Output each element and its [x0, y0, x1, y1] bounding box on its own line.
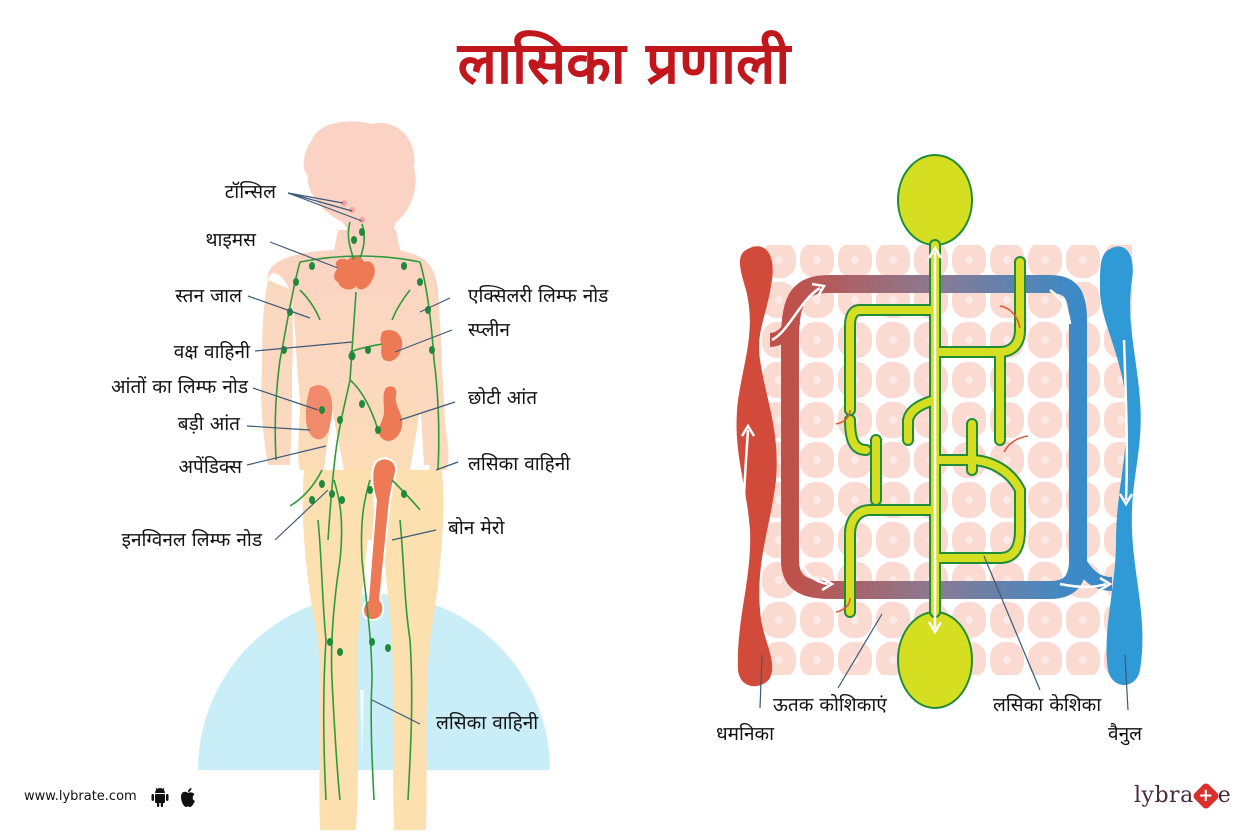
label-tonsil: टॉन्सिल: [224, 181, 276, 203]
label-inguinal-lymph-node: इनग्विनल लिम्फ नोड: [121, 529, 262, 551]
background-semicircle: [198, 594, 550, 770]
arteriole: [736, 246, 777, 687]
label-venule: वैनुल: [1108, 723, 1142, 745]
thymus-organ: [334, 256, 375, 290]
label-bone-marrow: बोन मेरो: [448, 517, 505, 539]
apple-icon[interactable]: [178, 786, 198, 808]
lybrate-logo[interactable]: lybra + e: [1134, 781, 1232, 810]
capillary-bed: [736, 154, 1143, 709]
label-lymph-capillary: लसिका केशिका: [993, 694, 1102, 716]
label-lymph-vessel-upper: लसिका वाहिनी: [468, 453, 571, 475]
lymph-node-top: [897, 154, 973, 246]
large-intestine-organ: [305, 385, 333, 440]
venule: [1100, 246, 1143, 686]
label-thoracic-duct: वक्ष वाहिनी: [173, 341, 250, 363]
label-lymph-vessel-lower: लसिका वाहिनी: [436, 712, 539, 734]
label-appendix: अपेंडिक्स: [178, 456, 242, 478]
small-intestine-organ: [378, 386, 403, 441]
body-leader-lines: [246, 192, 459, 725]
bone-marrow-organ: [362, 457, 398, 622]
flow-arrows: [740, 245, 1134, 635]
label-breast-plexus: स्तन जाल: [175, 285, 242, 307]
brand-text-left: lybra: [1134, 783, 1194, 808]
android-icon[interactable]: [150, 786, 170, 808]
capillary-leader-lines: [759, 555, 1129, 711]
brand-text-right: e: [1217, 783, 1232, 808]
label-large-intestine: बड़ी आंत: [177, 413, 240, 435]
label-small-intestine: छोटी आंत: [468, 387, 538, 409]
website-link[interactable]: www.lybrate.com: [24, 789, 137, 804]
label-axillary-lymph-node: एक्सिलरी लिम्फ नोड: [468, 285, 609, 307]
label-spleen: स्प्लीन: [468, 319, 510, 341]
label-thymus: थाइमस: [205, 229, 256, 251]
page-title: लासिका प्रणाली: [457, 29, 791, 97]
lymph-nodes: [281, 228, 435, 656]
label-intestinal-lymph-node: आंतों का लिम्फ नोड: [111, 376, 248, 398]
label-tissue-cells: ऊतक कोशिकाएं: [773, 694, 887, 716]
organs: [305, 200, 403, 622]
label-arteriole: धमनिका: [716, 723, 775, 745]
spleen-organ: [380, 329, 403, 362]
lymph-network: [274, 221, 440, 801]
brand-plus-icon: +: [1191, 781, 1220, 810]
seepage-arrows: [835, 305, 1029, 613]
